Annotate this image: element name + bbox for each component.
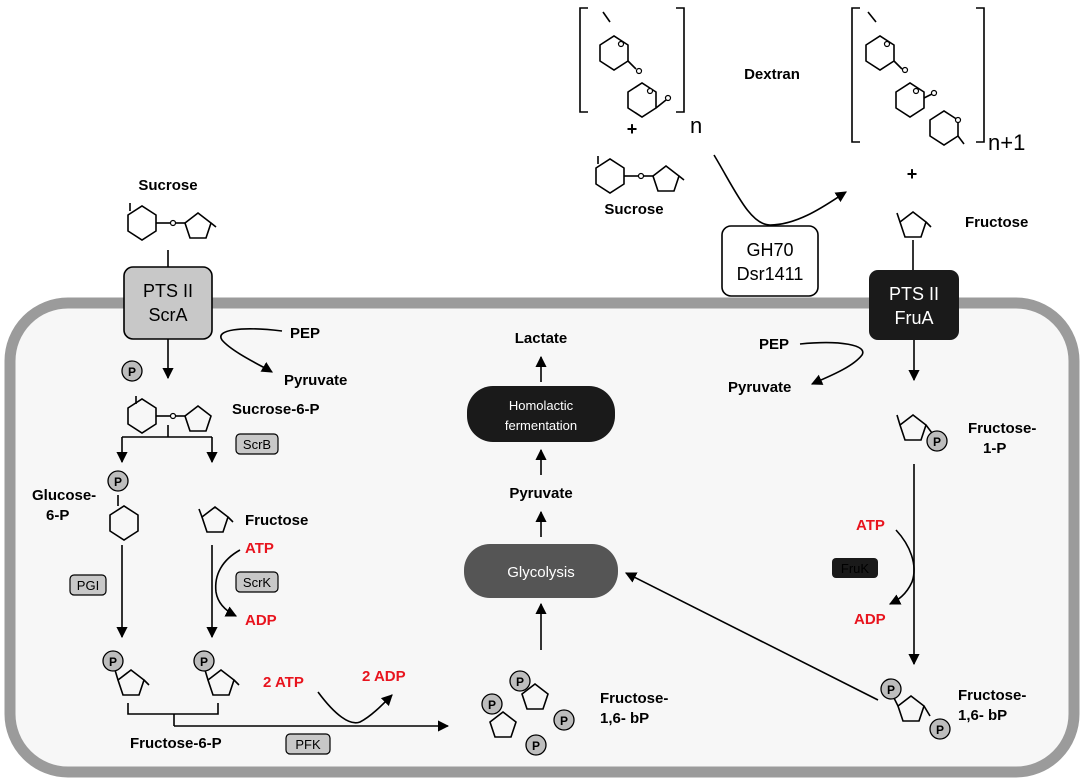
fructose6p-structure-a <box>114 669 150 696</box>
dsr1411-label: Dsr1411 <box>737 264 804 284</box>
pep-pyruvate-arrow-right <box>799 341 864 385</box>
pgi-box <box>69 574 107 596</box>
arrow-right-fbp-to-glycolysis <box>624 572 879 701</box>
fructose6p-label: Fructose-6-P <box>130 735 222 752</box>
glucose6p-label-2: 6-P <box>46 507 69 524</box>
pep-label-right: PEP <box>759 336 789 353</box>
adp-label-left: ADP <box>245 612 277 629</box>
sucrose-label-top: Sucrose <box>604 201 663 218</box>
fbp-label-right-1: Fructose- <box>958 687 1026 704</box>
fbp-label-center-2: 1,6- bP <box>600 710 649 727</box>
pts-frua-line2: FruA <box>894 308 933 328</box>
atp-label-left: ATP <box>245 540 274 557</box>
phosphate-icon <box>880 678 902 700</box>
phosphate-label: P <box>532 739 540 753</box>
phosphate-icon <box>481 693 503 715</box>
f1p-label-2: 1-P <box>983 440 1006 457</box>
cell-membrane <box>4 297 1080 778</box>
phosphate-label: P <box>936 723 944 737</box>
phosphate-icon <box>553 709 575 731</box>
pep-pyruvate-arrow-left <box>220 328 283 373</box>
phosphate-icon <box>509 670 531 692</box>
pyruvate-label-right: Pyruvate <box>728 379 791 396</box>
sucrose-structure-top <box>595 156 685 194</box>
atp-adp-curve-right <box>888 529 915 605</box>
pfk-label: PFK <box>295 737 321 752</box>
phosphate-icon <box>525 734 547 756</box>
pgi-label: PGI <box>77 578 99 593</box>
scrk-label: ScrK <box>243 575 272 590</box>
fructose6p-structure-b <box>204 669 240 696</box>
phosphate-icon <box>107 470 129 492</box>
fructose1p-structure <box>896 414 933 441</box>
pfk-box <box>285 733 331 755</box>
phosphate-icon <box>929 718 951 740</box>
phosphate-label: P <box>516 675 524 689</box>
fructose-label-top: Fructose <box>965 214 1028 231</box>
plus-label-left: + <box>627 119 638 139</box>
homolactic-label-2: fermentation <box>505 418 577 433</box>
two-atp-label: 2 ATP <box>263 674 304 691</box>
phosphate-icon <box>926 430 948 452</box>
glycolysis-box <box>464 544 618 598</box>
gh70-enzyme-box <box>721 225 819 297</box>
f1p-label-1: Fructose- <box>968 420 1036 437</box>
phosphate-icon <box>121 360 143 382</box>
sucrose-label-left: Sucrose <box>138 177 197 194</box>
atp-label-right: ATP <box>856 517 885 534</box>
pyruvate-label-left: Pyruvate <box>284 372 347 389</box>
adp-label-right: ADP <box>854 611 886 628</box>
phosphate-icon <box>193 650 215 672</box>
glucose6p-label-1: Glucose- <box>32 487 96 504</box>
fruk-label: FruK <box>841 561 870 576</box>
sucrose-structure-left <box>127 203 217 241</box>
sucrose6p-structure <box>127 396 212 434</box>
phosphate-label: P <box>488 698 496 712</box>
fbp-structure-right <box>893 695 931 722</box>
pep-label-left: PEP <box>290 325 320 342</box>
phosphate-label: P <box>933 435 941 449</box>
glucose6p-structure <box>109 495 139 541</box>
lactate-label: Lactate <box>515 330 568 347</box>
homolactic-box <box>467 386 615 442</box>
scrk-box <box>235 571 279 593</box>
phosphate-label: P <box>560 714 568 728</box>
sucrose6p-label: Sucrose-6-P <box>232 401 320 418</box>
gh70-label: GH70 <box>746 240 793 260</box>
dextran-reaction-arrow <box>713 154 847 226</box>
phosphate-label: P <box>114 475 122 489</box>
phosphate-label: P <box>109 655 117 669</box>
n-plus-1-label: n+1 <box>988 130 1025 155</box>
atp-adp-curve-left <box>214 549 241 617</box>
fructose-label-left: Fructose <box>245 512 308 529</box>
fbp-label-center-1: Fructose- <box>600 690 668 707</box>
scrb-box <box>235 433 279 455</box>
scrb-label: ScrB <box>243 437 271 452</box>
plus-label-right: + <box>907 164 918 184</box>
pyruvate-label-center: Pyruvate <box>509 485 572 502</box>
n-label: n <box>690 113 702 138</box>
pts-scra-line1: PTS II <box>143 281 193 301</box>
pts-scra-box <box>123 266 213 340</box>
dextran-n1-structure <box>865 11 965 146</box>
dextran-n-structure <box>599 11 672 118</box>
homolactic-label-1: Homolactic <box>509 398 574 413</box>
phosphate-label: P <box>128 365 136 379</box>
fructose-structure-top <box>896 211 932 238</box>
fructose-structure-left <box>198 506 234 533</box>
dextran-label: Dextran <box>744 66 800 83</box>
fruk-box <box>832 558 878 578</box>
pts-frua-box <box>869 270 959 340</box>
fbp-label-right-2: 1,6- bP <box>958 707 1007 724</box>
pts-frua-line1: PTS II <box>889 284 939 304</box>
pts-scra-line2: ScrA <box>148 305 187 325</box>
two-adp-label: 2 ADP <box>362 668 406 685</box>
glycolysis-label: Glycolysis <box>507 564 575 581</box>
phosphate-label: P <box>887 683 895 697</box>
phosphate-label: P <box>200 655 208 669</box>
atp-adp-curve-pfk <box>317 691 393 724</box>
phosphate-icon <box>102 650 124 672</box>
